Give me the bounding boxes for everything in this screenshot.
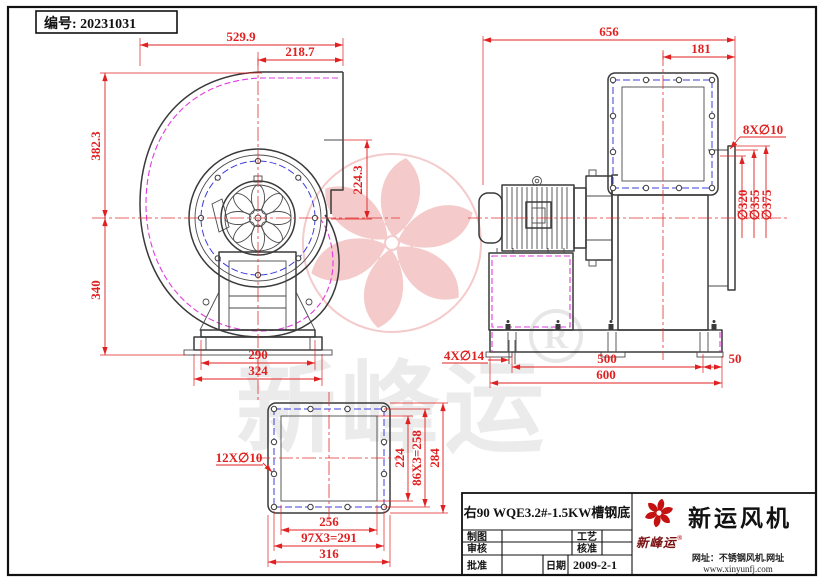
dim-outer-h: 284	[427, 448, 442, 468]
title-block: 右90 WQE3.2#-1.5KW槽钢底 制图 工艺 审核 核准 批准 日期 2…	[461, 492, 817, 576]
brand-area: 新峰运 ® 新运风机 网址：不锈钢风机.网址 www.xinyunfj.com	[636, 497, 792, 574]
watermark-flower-logo	[302, 153, 482, 333]
impeller	[211, 175, 296, 256]
side-centerlines	[468, 52, 788, 360]
flange-centerlines	[256, 392, 400, 522]
flange-holes	[270, 405, 388, 511]
dim-inlet-bolts: 8X∅10	[743, 122, 783, 137]
field-ratify: 核准	[577, 542, 597, 555]
front-centerlines	[92, 58, 400, 400]
sheet-border	[6, 5, 818, 577]
dim-outlet-depth: 224.3	[350, 165, 365, 195]
volute-liner	[145, 77, 338, 332]
dim-flange-bolts: 12X∅10	[216, 450, 263, 465]
brand-name: 新运风机	[688, 505, 792, 531]
dim-height-upper: 382.3	[88, 131, 103, 161]
dim-base-holes: 4X∅14	[444, 348, 485, 363]
serial-number: 编号: 20231031	[44, 15, 136, 32]
front-dimensions: 529.9 218.7 382.3 340 224.3 290 324	[88, 29, 372, 386]
field-draw: 制图	[467, 530, 487, 543]
dim-outer-w: 316	[319, 546, 339, 561]
side-dimensions: 656 181 8X∅10 ∅320 ∅355 ∅375 4X∅14 500 5…	[442, 24, 786, 388]
handle-tab	[211, 198, 230, 233]
brand-fan-logo	[644, 497, 674, 529]
front-view: 529.9 218.7 382.3 340 224.3 290 324	[88, 29, 400, 400]
drawing-title: 右90 WQE3.2#-1.5KW槽钢底	[463, 505, 630, 520]
dim-inlet-d3: ∅375	[759, 189, 774, 220]
motor-support	[488, 248, 574, 331]
flange-view: 12X∅10 224 86X3=258 284 256 97X3=291 316	[216, 392, 448, 567]
dim-base-end: 50	[729, 351, 742, 366]
brand-site-line1: 网址：不锈钢风机.网址	[692, 552, 784, 563]
channel-base	[485, 320, 724, 364]
field-check: 审核	[467, 542, 487, 555]
lifting-eye	[532, 176, 542, 186]
dim-base-total: 600	[596, 367, 616, 382]
anchor-bolts	[503, 320, 719, 331]
dim-height-lower: 340	[88, 280, 103, 300]
volute-scroll	[139, 71, 344, 338]
dim-total-length: 656	[599, 24, 619, 39]
dim-bolt-h: 86X3=258	[409, 430, 424, 486]
dim-outlet-offset: 218.7	[285, 44, 315, 59]
dim-inlet-d2: ∅355	[747, 189, 762, 220]
scroll-housing-side	[611, 145, 736, 331]
dim-inlet-d1: ∅320	[735, 190, 750, 221]
serial-box: 编号: 20231031	[35, 10, 178, 34]
flange-dimensions: 12X∅10 224 86X3=258 284 256 97X3=291 316	[216, 402, 448, 567]
brand-site-line2: www.xinyunfj.com	[703, 564, 772, 574]
dim-base-span: 500	[597, 351, 617, 366]
field-process: 工艺	[577, 530, 597, 543]
brand-script: 新峰运	[636, 536, 677, 550]
brand-registered-icon: ®	[677, 534, 683, 542]
dim-total-width: 529.9	[226, 29, 256, 44]
side-view: 656 181 8X∅10 ∅320 ∅355 ∅375 4X∅14 500 5…	[442, 24, 788, 388]
dim-bolt-w: 97X3=291	[301, 530, 357, 545]
dim-inner-w: 256	[319, 514, 339, 529]
dim-base-outer: 324	[248, 363, 268, 378]
terminal-box	[525, 201, 552, 229]
field-date-label: 日期	[546, 559, 566, 572]
field-date-value: 2009-2-1	[573, 558, 617, 572]
dim-inner-h: 224	[392, 448, 407, 468]
field-approve: 批准	[467, 559, 487, 572]
dim-base-inner: 290	[248, 347, 268, 362]
dim-inlet-offset: 181	[691, 41, 711, 56]
